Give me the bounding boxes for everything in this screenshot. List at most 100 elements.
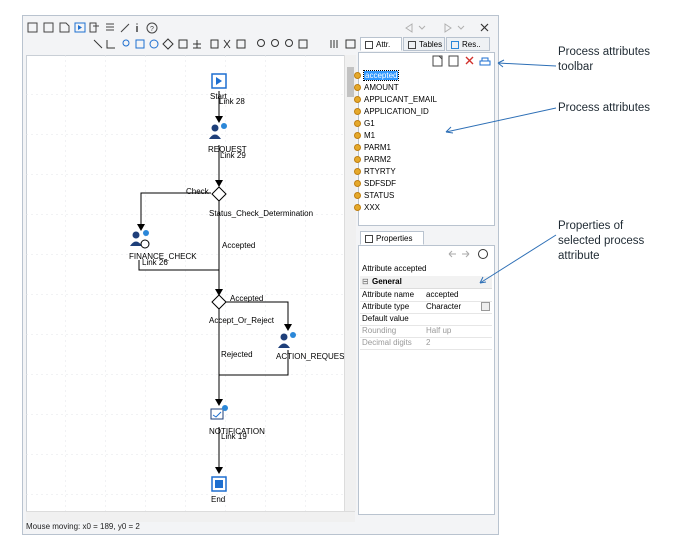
accept-or-reject-decision[interactable] [211, 294, 227, 310]
attribute-label: APPLICATION_ID [364, 107, 429, 116]
notification-node[interactable] [210, 405, 228, 420]
attribute-icon [354, 84, 361, 91]
attribute-item[interactable]: APPLICATION_ID [354, 106, 429, 117]
property-row: Attribute type Character [360, 301, 492, 314]
delete-attribute-icon[interactable] [465, 56, 474, 65]
attribute-label: G1 [364, 119, 375, 128]
diagram-graph [26, 55, 344, 511]
accepted-label-1: Accepted [222, 241, 256, 250]
paste-icon[interactable] [236, 39, 246, 49]
attribute-icon [354, 204, 361, 211]
attributes-panel [358, 52, 495, 226]
tree-icon[interactable] [193, 40, 201, 49]
tab-tables[interactable]: Tables [403, 37, 445, 51]
attribute-icon [354, 132, 361, 139]
attribute-item[interactable]: APPLICANT_EMAIL [354, 94, 437, 105]
tab-resources[interactable]: Res.. [446, 37, 490, 51]
property-key: Default value [362, 314, 409, 323]
attribute-type-select[interactable]: Character [426, 302, 462, 311]
vertical-scrollbar[interactable] [344, 55, 356, 511]
action-request-node[interactable] [278, 332, 296, 348]
property-row: Default value [360, 313, 492, 326]
diagram-toolbar [90, 37, 360, 51]
decision-icon[interactable] [162, 38, 174, 50]
import-attribute-icon[interactable] [479, 57, 491, 66]
attribute-icon [354, 120, 361, 127]
panel-icon[interactable] [345, 39, 356, 49]
cut-icon[interactable] [223, 39, 231, 49]
attribute-item[interactable]: AMOUNT [354, 82, 399, 93]
diagram-toolbar-icons [93, 38, 356, 50]
tab-properties[interactable]: Properties [360, 231, 424, 245]
attribute-item[interactable]: XXX [354, 202, 380, 213]
connector2-icon[interactable] [106, 40, 115, 49]
user-task-icon[interactable] [122, 39, 130, 47]
undo-dropdown-icon[interactable] [418, 25, 426, 30]
event-icon[interactable] [149, 39, 159, 49]
link-29-label: Link 29 [220, 151, 246, 160]
general-section[interactable]: ⊟ General [360, 276, 492, 289]
script-icon[interactable] [135, 39, 145, 49]
zoom-out-icon[interactable] [271, 39, 279, 47]
finance-check-label: FINANCE_CHECK [129, 252, 197, 261]
horizontal-scrollbar[interactable] [26, 511, 355, 522]
vertical-scroll-thumb[interactable] [347, 67, 354, 97]
connector-icon[interactable] [93, 39, 103, 49]
save-as-icon[interactable] [43, 22, 54, 33]
attribute-name-field[interactable]: accepted [426, 290, 459, 299]
attribute-properties-icon[interactable] [448, 55, 459, 67]
attribute-item[interactable]: G1 [354, 118, 375, 129]
notification-label: NOTIFICATION [209, 427, 265, 436]
open-icon[interactable] [59, 22, 70, 33]
redo-dropdown-icon[interactable] [457, 25, 465, 30]
property-row: Decimal digits 2 [360, 337, 492, 350]
resources-icon [451, 41, 459, 49]
start-label: Start [210, 92, 227, 101]
attribute-item[interactable]: RTYRTY [354, 166, 396, 177]
start-icon [216, 77, 222, 85]
attribute-item[interactable]: PARM1 [354, 142, 391, 153]
main-toolbar: ? [26, 20, 496, 36]
attribute-item[interactable]: STATUS [354, 190, 394, 201]
new-attribute-icon[interactable] [432, 55, 443, 67]
property-key: Attribute name [362, 290, 415, 299]
properties-help-icon[interactable] [478, 249, 488, 259]
tab-properties-label: Properties [376, 234, 413, 243]
main-toolbar-icons: ? [27, 22, 489, 34]
attribute-label: SDFSDF [364, 179, 396, 188]
accepted-label-2: Accepted [230, 294, 264, 303]
tables-icon [408, 41, 416, 49]
copy-icon[interactable] [89, 22, 99, 33]
copy2-icon[interactable] [210, 39, 219, 49]
zoom-fit-icon[interactable] [285, 39, 293, 47]
property-row: Attribute name accepted [360, 289, 492, 302]
subprocess-icon[interactable] [178, 39, 188, 49]
tab-attributes[interactable]: Attr. [360, 37, 402, 51]
zoom-in-icon[interactable] [257, 39, 265, 47]
run-icon[interactable] [74, 22, 86, 33]
save-icon[interactable] [27, 22, 38, 33]
redo-icon[interactable] [444, 23, 452, 33]
edit-icon[interactable] [120, 23, 130, 33]
help-icon[interactable] [146, 22, 158, 34]
forward-icon[interactable] [462, 250, 470, 258]
attribute-item[interactable]: M1 [354, 130, 375, 141]
grid-icon[interactable] [330, 40, 338, 48]
back-icon[interactable] [448, 250, 456, 258]
status-check-decision[interactable] [211, 186, 227, 202]
check-label: Check [186, 187, 209, 196]
list-icon[interactable] [106, 23, 114, 31]
request-node[interactable] [209, 123, 227, 139]
finance-check-node[interactable] [130, 230, 150, 249]
chevron-down-icon[interactable] [481, 302, 490, 311]
property-key: Rounding [362, 326, 397, 335]
zoom-reset-icon[interactable] [298, 39, 308, 49]
collapse-icon[interactable]: ⊟ [362, 277, 369, 286]
attribute-item[interactable]: PARM2 [354, 154, 391, 165]
callout-arrows [445, 59, 557, 284]
undo-icon[interactable] [405, 23, 413, 33]
tab-attributes-label: Attr. [376, 40, 391, 49]
attribute-item[interactable]: SDFSDF [354, 178, 396, 189]
close-icon[interactable] [480, 23, 489, 32]
attribute-item[interactable]: accepted [354, 70, 400, 81]
